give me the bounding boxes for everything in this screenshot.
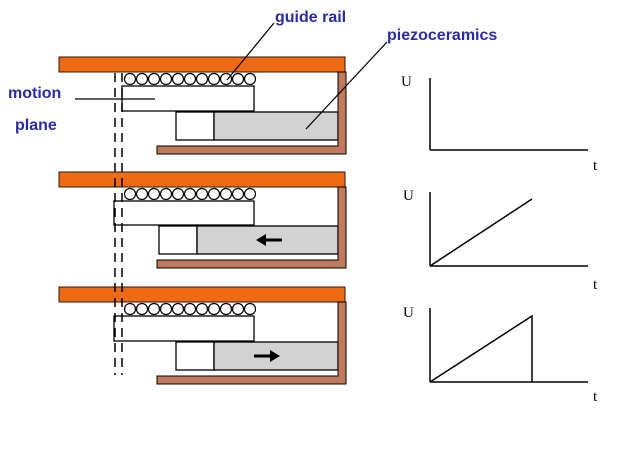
sawtooth-line	[429, 314, 533, 383]
x-axis-label: t	[593, 389, 598, 405]
ball-bearings	[123, 187, 257, 201]
ball-bearings	[123, 72, 257, 86]
stage-2	[58, 171, 347, 269]
guide-rail-bar	[58, 171, 346, 188]
leader-lines	[75, 22, 388, 130]
slider-block	[113, 315, 255, 342]
piezoceramic-stack	[213, 111, 339, 141]
housing-frame	[156, 301, 347, 385]
housing-frame	[156, 71, 347, 155]
left-arrow-icon	[256, 234, 282, 246]
ball-bearings	[123, 302, 257, 316]
guide-rail-bar	[58, 286, 346, 303]
plane-label: plane	[15, 117, 57, 134]
stage-1	[58, 56, 347, 155]
slider-block	[113, 200, 255, 226]
voltage-graph-step: U t	[401, 74, 598, 174]
y-axis-label: U	[403, 188, 414, 204]
ramp-line	[429, 198, 533, 267]
x-axis-label: t	[593, 158, 598, 174]
y-axis-label: U	[403, 305, 414, 321]
mass-block	[175, 341, 215, 371]
y-axis-label: U	[401, 74, 412, 90]
right-arrow-icon	[254, 350, 280, 362]
housing-frame	[156, 186, 347, 269]
motion-label: motion	[8, 85, 61, 102]
piezoceramic-stack	[213, 341, 339, 371]
motion-plane-dashed-lines	[114, 73, 123, 375]
x-axis-label: t	[593, 277, 598, 293]
guide-rail-bar	[58, 56, 346, 73]
voltage-graph-ramp-drop: U t	[403, 305, 598, 405]
guide-rail-label: guide rail	[275, 9, 346, 26]
voltage-graph-ramp: U t	[403, 188, 598, 293]
piezoceramics-label: piezoceramics	[387, 27, 497, 44]
stage-3	[58, 286, 347, 385]
mass-block	[175, 111, 215, 141]
mass-block	[158, 225, 198, 255]
